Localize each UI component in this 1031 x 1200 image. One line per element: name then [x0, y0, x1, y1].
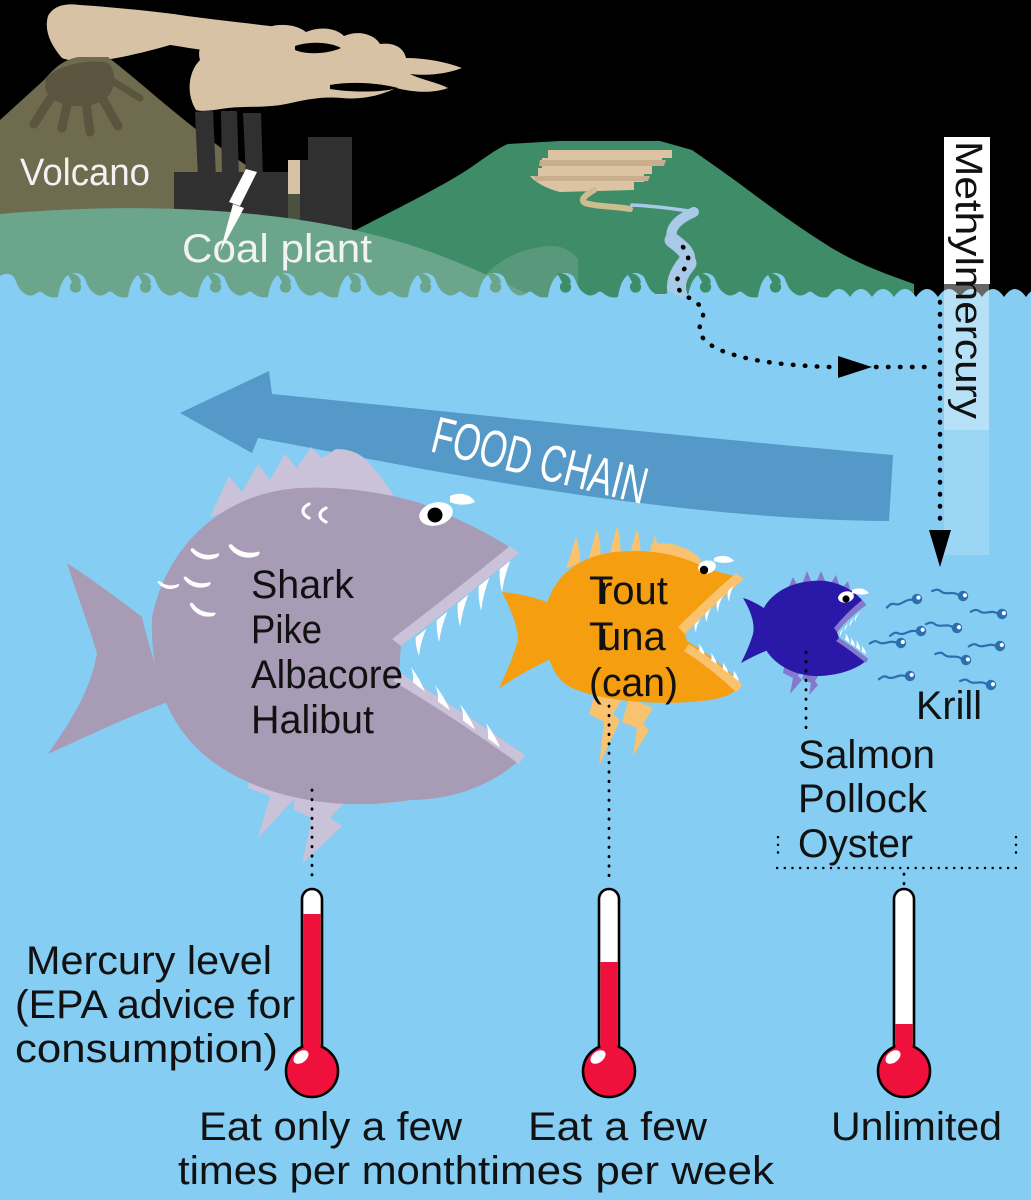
svg-text:Mercury level: Mercury level [26, 939, 272, 983]
svg-text:Salmon: Salmon [798, 733, 935, 777]
svg-text:Volcano: Volcano [20, 152, 150, 194]
svg-text:Methylmercury: Methylmercury [947, 141, 989, 419]
svg-text:Unlimited: Unlimited [831, 1105, 1002, 1149]
svg-text:times per month: times per month [178, 1149, 478, 1193]
svg-text:Eat only a few: Eat only a few [199, 1105, 462, 1149]
svg-text:Halibut: Halibut [251, 698, 374, 742]
svg-text:consumption): consumption) [15, 1027, 278, 1071]
svg-text:Eat a few: Eat a few [528, 1105, 707, 1149]
svg-text:Tuna: Tuna [589, 615, 666, 659]
svg-text:Albacore: Albacore [251, 653, 403, 697]
svg-text:Pollock: Pollock [798, 777, 928, 821]
svg-text:(can): (can) [589, 661, 678, 705]
svg-text:Oyster: Oyster [798, 822, 913, 866]
svg-text:times per week: times per week [478, 1149, 775, 1193]
svg-text:(EPA advice for: (EPA advice for [15, 983, 295, 1027]
svg-text:Trout: Trout [589, 569, 668, 613]
svg-text:Shark: Shark [251, 563, 355, 607]
svg-text:Pike: Pike [251, 608, 322, 652]
svg-text:Coal plant: Coal plant [182, 227, 372, 271]
svg-text:Krill: Krill [916, 684, 982, 728]
